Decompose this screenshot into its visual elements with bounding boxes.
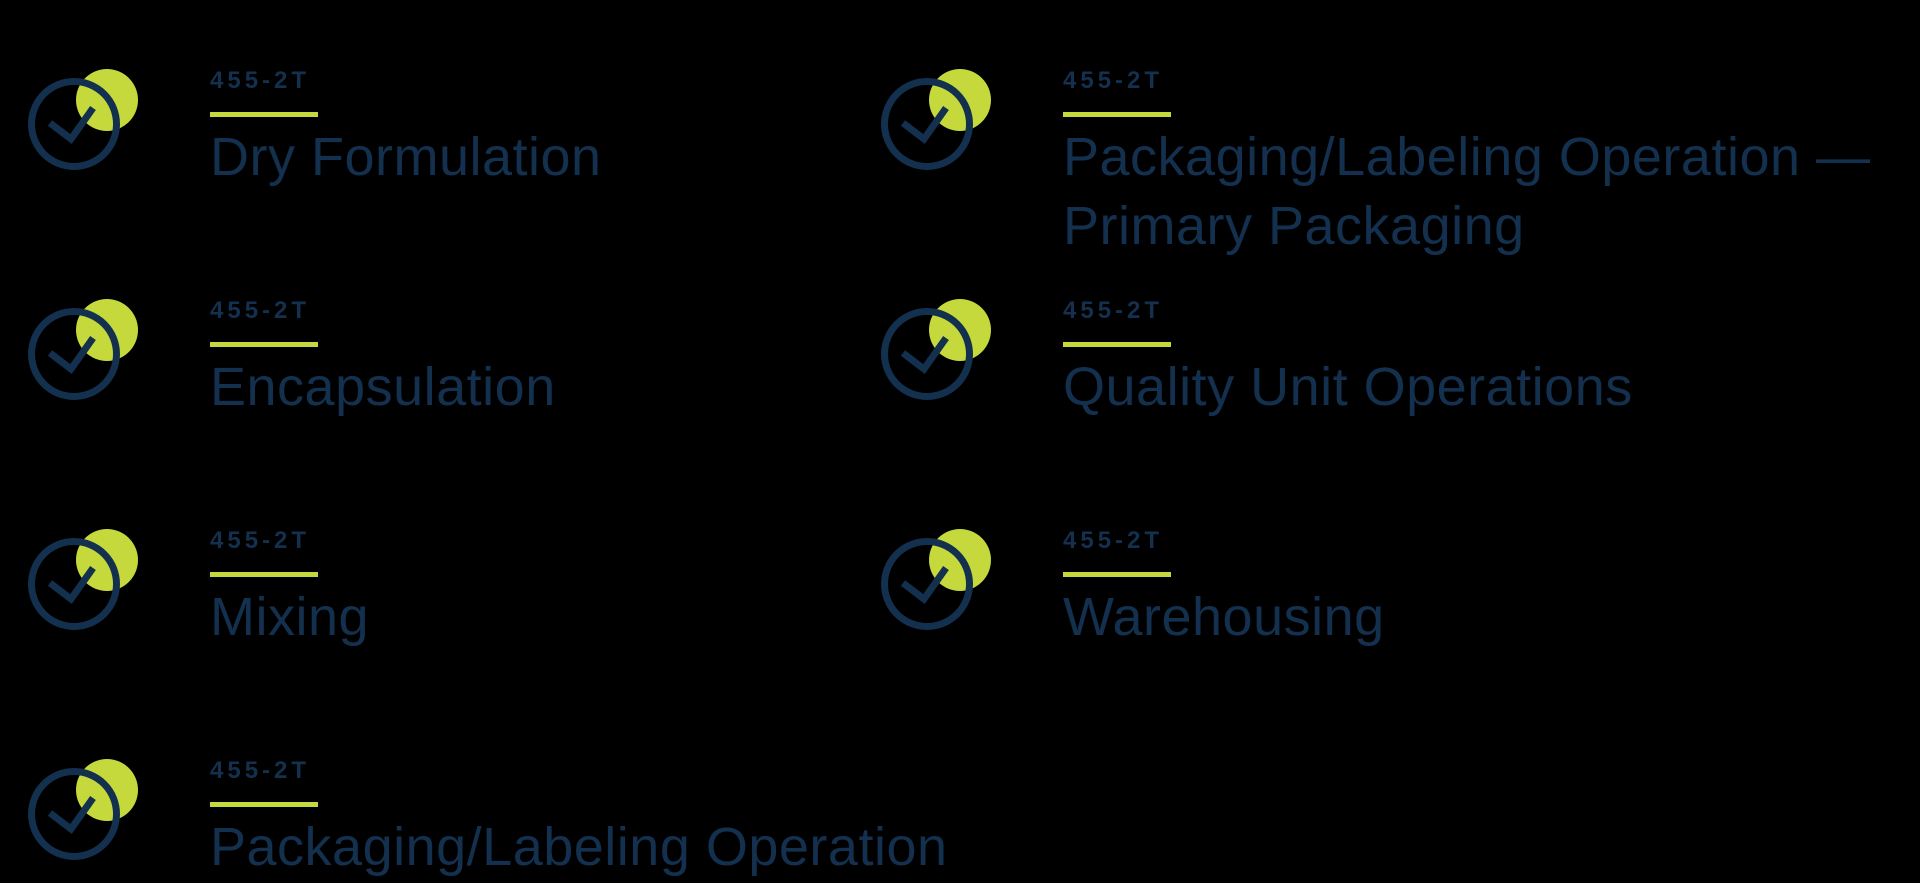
code-underline: [210, 342, 318, 347]
service-title: Mixing: [210, 587, 370, 647]
service-item: 455-2T Mixing: [25, 525, 878, 755]
service-item: 455-2T Packaging/Labeling Operation: [25, 755, 947, 883]
service-title: Quality Unit Operations: [1063, 357, 1633, 417]
service-text: 455-2T Warehousing: [1063, 525, 1385, 652]
clock-check-icon: [878, 525, 993, 635]
service-code: 455-2T: [210, 757, 311, 784]
service-code: 455-2T: [1063, 527, 1164, 554]
code-underline: [210, 802, 318, 807]
service-code: 455-2T: [1063, 67, 1164, 94]
service-code: 455-2T: [210, 67, 311, 94]
service-item: 455-2T Encapsulation: [25, 295, 878, 525]
service-text: 455-2T Quality Unit Operations: [1063, 295, 1633, 422]
code-underline: [210, 572, 318, 577]
service-text: 455-2T Packaging/Labeling Operation: [210, 755, 948, 882]
service-code: 455-2T: [1063, 297, 1164, 324]
service-code: 455-2T: [210, 527, 311, 554]
service-item: 455-2T Packaging/Labeling Operation — Pr…: [878, 65, 1871, 295]
service-title: Warehousing: [1063, 587, 1385, 647]
clock-check-icon: [25, 525, 140, 635]
service-text: 455-2T Packaging/Labeling Operation — Pr…: [1063, 65, 1871, 261]
code-underline: [210, 112, 318, 117]
clock-check-icon: [25, 755, 140, 865]
service-title: Dry Formulation: [210, 127, 602, 187]
clock-check-icon: [878, 65, 993, 175]
clock-check-icon: [25, 295, 140, 405]
service-text: 455-2T Dry Formulation: [210, 65, 602, 192]
service-title: Packaging/Labeling Operation: [210, 817, 948, 877]
service-item: 455-2T Quality Unit Operations: [878, 295, 1871, 525]
code-underline: [1063, 342, 1171, 347]
service-code: 455-2T: [210, 297, 311, 324]
service-title-line2: Primary Packaging: [1063, 196, 1525, 257]
code-underline: [1063, 572, 1171, 577]
code-underline: [1063, 112, 1171, 117]
services-grid: 455-2T Dry Formulation 455-2T Packaging/…: [25, 65, 1871, 883]
service-title: Encapsulation: [210, 357, 556, 417]
service-text: 455-2T Encapsulation: [210, 295, 556, 422]
service-title: Packaging/Labeling Operation — Primary P…: [1063, 123, 1871, 261]
service-title-line1: Packaging/Labeling Operation —: [1063, 127, 1871, 187]
service-text: 455-2T Mixing: [210, 525, 369, 652]
clock-check-icon: [25, 65, 140, 175]
service-item: 455-2T Warehousing: [878, 525, 1871, 755]
clock-check-icon: [878, 295, 993, 405]
service-item: 455-2T Dry Formulation: [25, 65, 878, 295]
